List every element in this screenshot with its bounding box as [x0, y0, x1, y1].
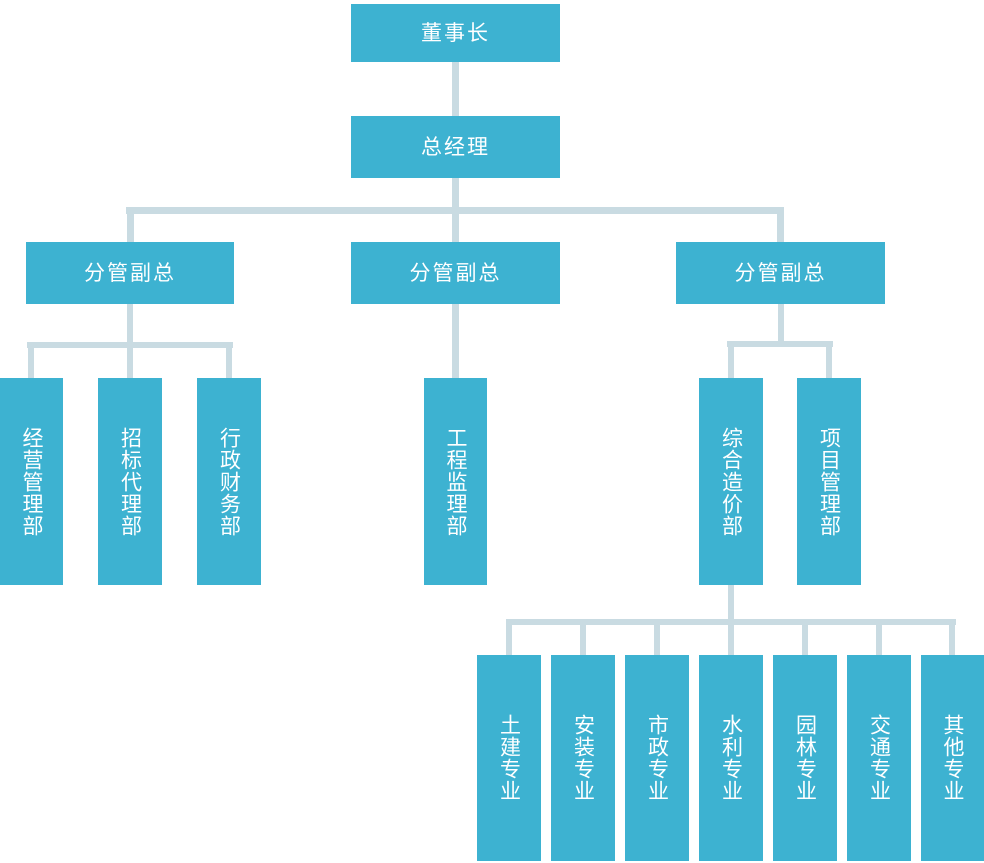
- connector-drop-deputy-left: [127, 214, 134, 242]
- node-dept-admin-finance: 行政财务部: [197, 378, 261, 585]
- connector-left-horizontal: [27, 342, 233, 348]
- connector-deputy-left-down: [127, 304, 133, 342]
- connector-drop-admin-finance: [226, 348, 232, 378]
- connector-right-horizontal: [727, 341, 833, 347]
- node-spec-landscape: 园林专业: [773, 655, 837, 861]
- connector-chairman-gm: [452, 62, 459, 116]
- connector-drop-project: [826, 347, 832, 378]
- connector-drop-civil: [506, 625, 512, 655]
- connector-deputy-right-down: [778, 304, 784, 341]
- connector-drop-other: [949, 625, 955, 655]
- connector-drop-deputy-middle: [452, 214, 459, 242]
- connector-drop-supervision: [452, 304, 459, 378]
- connector-gm-down: [452, 178, 459, 207]
- connector-drop-cost: [728, 347, 734, 378]
- node-dept-business-management: 经营管理部: [0, 378, 63, 585]
- connector-spec-horizontal: [506, 619, 956, 625]
- node-spec-municipal: 市政专业: [625, 655, 689, 861]
- node-chairman: 董事长: [351, 4, 560, 62]
- node-dept-project-management: 项目管理部: [797, 378, 861, 585]
- node-deputy-left: 分管副总: [26, 242, 234, 304]
- node-spec-civil: 土建专业: [477, 655, 541, 861]
- connector-drop-municipal: [654, 625, 660, 655]
- node-dept-comprehensive-cost: 综合造价部: [699, 378, 763, 585]
- node-deputy-right: 分管副总: [676, 242, 885, 304]
- connector-level3-horizontal: [126, 207, 784, 214]
- node-general-manager: 总经理: [351, 116, 560, 178]
- connector-drop-water: [728, 625, 734, 655]
- connector-drop-installation: [580, 625, 586, 655]
- node-spec-traffic: 交通专业: [847, 655, 911, 861]
- connector-drop-landscape: [802, 625, 808, 655]
- connector-drop-bidding: [127, 348, 133, 378]
- node-spec-other: 其他专业: [921, 655, 984, 861]
- node-dept-engineering-supervision: 工程监理部: [424, 378, 487, 585]
- connector-cost-down: [728, 585, 734, 619]
- node-deputy-middle: 分管副总: [351, 242, 560, 304]
- node-dept-bidding-agency: 招标代理部: [98, 378, 162, 585]
- connector-drop-deputy-right: [777, 214, 784, 242]
- node-spec-water: 水利专业: [699, 655, 763, 861]
- connector-drop-business: [28, 348, 34, 378]
- node-spec-installation: 安装专业: [551, 655, 615, 861]
- connector-drop-traffic: [876, 625, 882, 655]
